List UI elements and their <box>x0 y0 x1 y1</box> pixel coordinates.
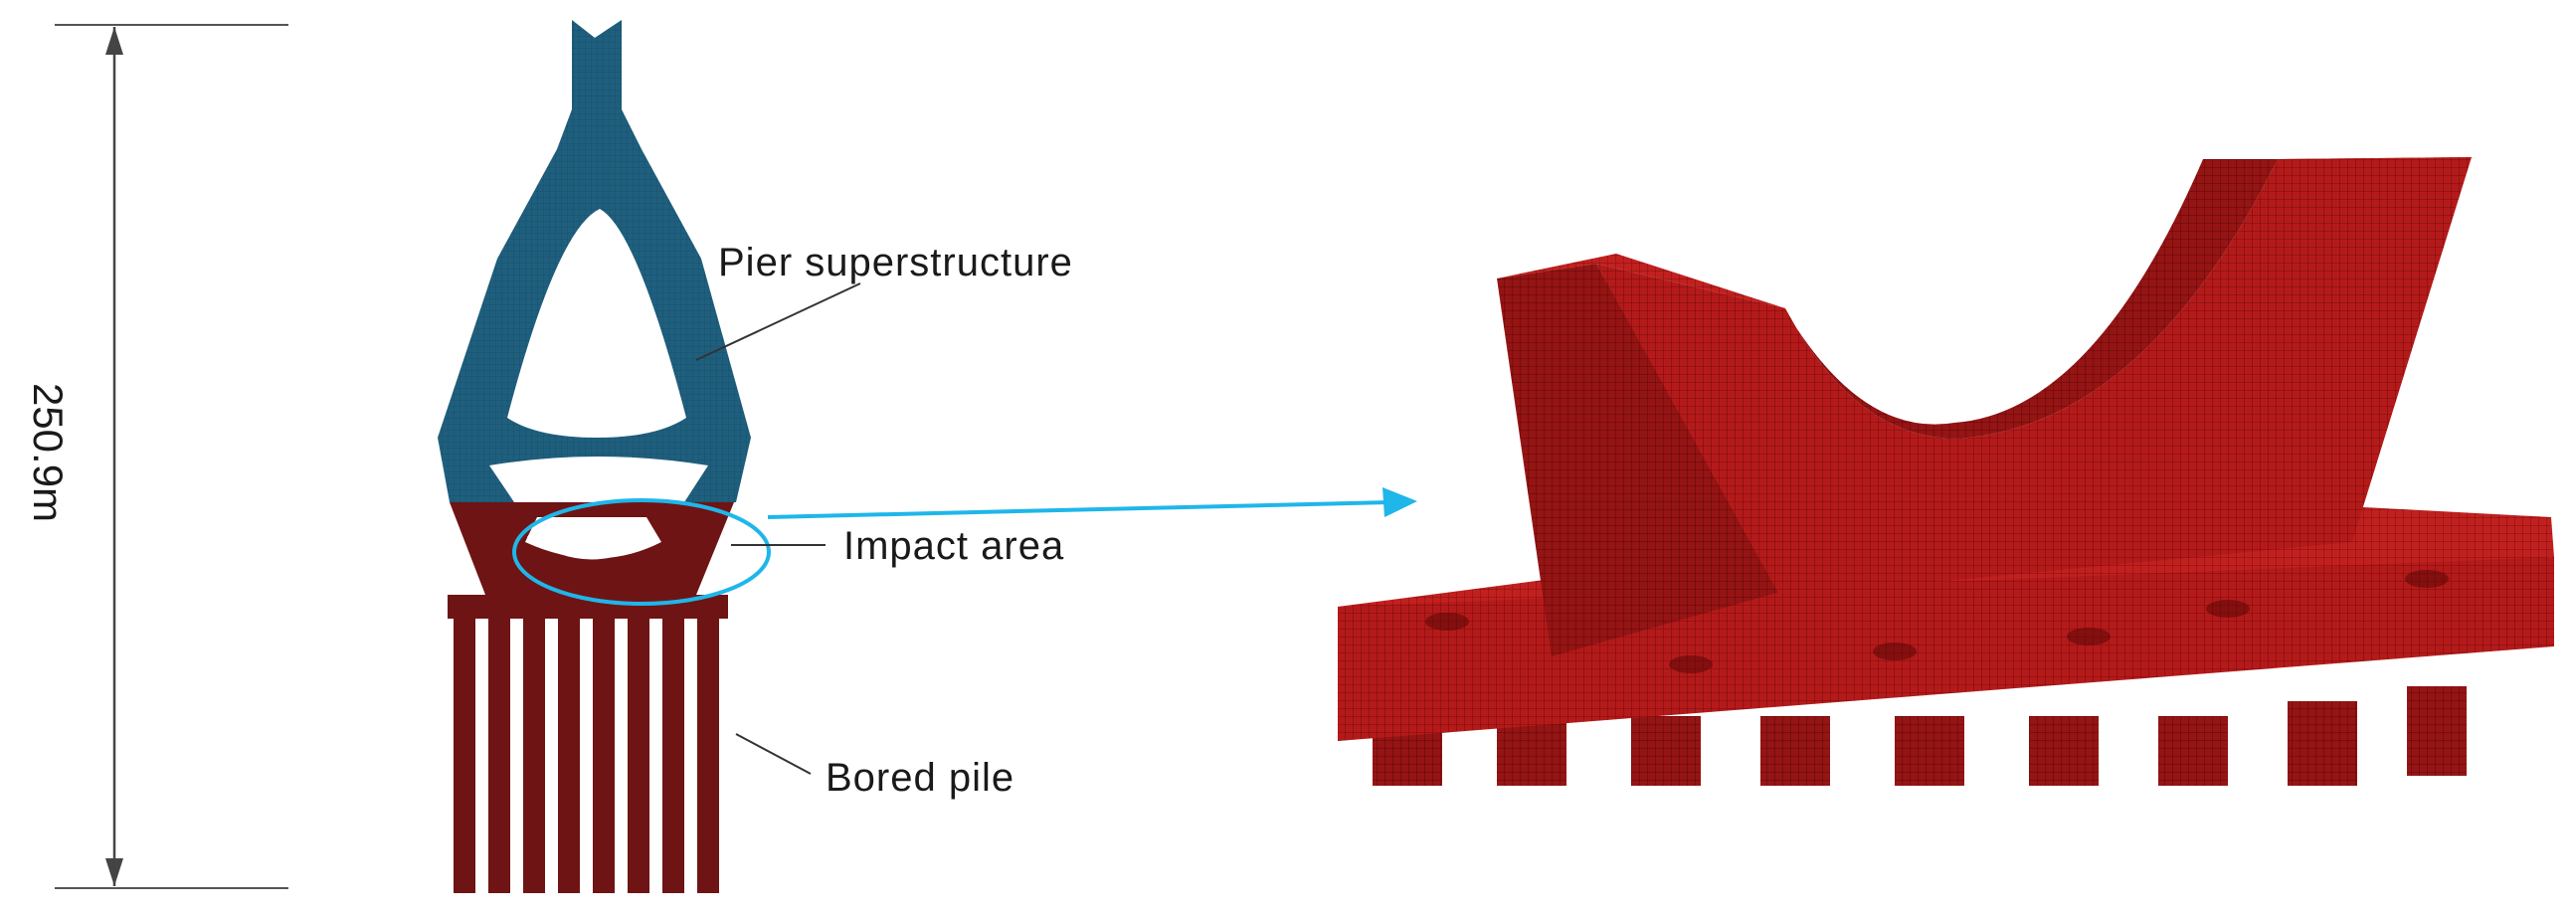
detail-pile <box>1631 716 1701 786</box>
detail-pier-front-face <box>1497 264 1780 656</box>
pier-lower-section <box>450 502 734 595</box>
superstructure-leader <box>695 282 861 361</box>
detail-pile <box>2288 701 2357 786</box>
dimension-arrow-top <box>105 27 123 55</box>
bored-pile <box>662 615 684 893</box>
cap-marker <box>2206 600 2250 618</box>
dimension-annotation: 250.9m <box>25 24 288 889</box>
impact-area-highlight <box>512 498 771 606</box>
dimension-arrow-bottom <box>105 858 123 886</box>
detail-pile <box>1760 716 1830 786</box>
detail-arrow-shaft <box>767 500 1393 519</box>
superstructure-label: Pier superstructure <box>718 241 1073 284</box>
impact-area-detail-mesh <box>1338 157 2554 786</box>
cap-marker <box>1669 655 1713 673</box>
bored-pile <box>697 615 719 893</box>
detail-arrow-head <box>1382 487 1417 517</box>
impact-label: Impact area <box>843 524 1064 568</box>
detail-pile <box>2029 716 2099 786</box>
cap-marker <box>2067 628 2111 645</box>
detail-pier-arm-top <box>1497 254 1785 308</box>
detail-pier-right-arm <box>2203 157 2477 159</box>
bored-pile <box>628 615 649 893</box>
bored-pile <box>593 615 615 893</box>
bored-pile-group <box>454 615 719 893</box>
dimension-label: 250.9m <box>25 383 72 522</box>
callouts: Pier superstructure Impact area Bored pi… <box>695 241 1417 800</box>
detail-pier-side-face <box>1596 157 2472 597</box>
detail-pier-saddle-surface <box>1785 159 2278 439</box>
pier-superstructure-body <box>438 20 751 502</box>
pile-label: Bored pile <box>826 756 1014 800</box>
cap-marker <box>2405 570 2449 588</box>
detail-pile <box>1497 716 1566 786</box>
cap-marker <box>1873 643 1917 660</box>
detail-pile <box>2158 716 2228 786</box>
pier-elevation-model <box>438 20 771 893</box>
detail-cap-markers <box>1425 570 2449 673</box>
pier-lower-opening <box>525 517 661 559</box>
cap-marker <box>1425 613 1469 631</box>
bored-pile <box>558 615 580 893</box>
detail-pile <box>1895 716 1964 786</box>
pile-leader <box>735 733 812 775</box>
bored-pile <box>488 615 510 893</box>
bored-pile <box>454 615 475 893</box>
bored-pile <box>523 615 545 893</box>
detail-pile <box>2407 686 2467 776</box>
